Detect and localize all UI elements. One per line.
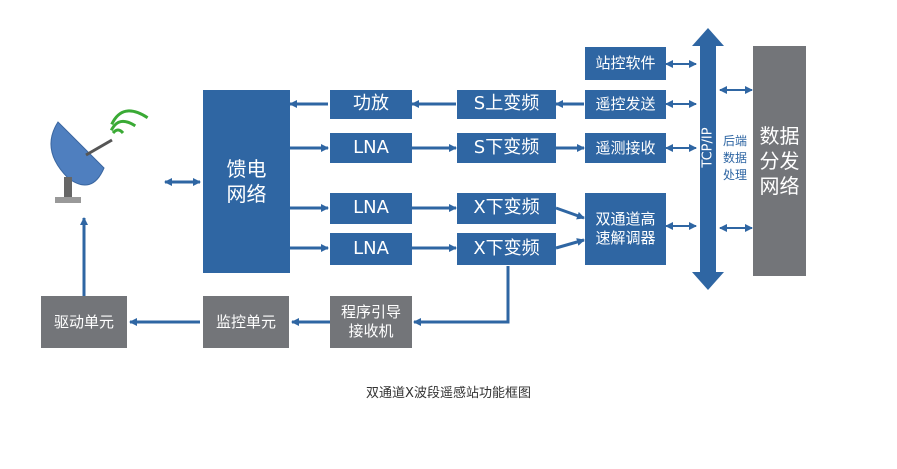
telemetry-receive-block: 遥测接收 xyxy=(585,133,666,163)
s-downconverter-block: S下变频 xyxy=(457,133,556,163)
tcp-ip-bus-label: TCP/IP xyxy=(700,127,716,168)
lna-block-2: LNA xyxy=(330,193,412,224)
dual-channel-demodulator-block: 双通道高 速解调器 xyxy=(585,193,666,265)
backend-processing-label: 后端 数据 处理 xyxy=(722,134,747,182)
x-downconverter-block-2: X下变频 xyxy=(457,233,556,265)
figure-caption: 双通道X波段遥感站功能框图 xyxy=(366,386,531,401)
satellite-dish-icon xyxy=(50,109,149,203)
power-amplifier-block: 功放 xyxy=(330,90,412,119)
lna-block-3: LNA xyxy=(330,233,412,265)
lna-block-1: LNA xyxy=(330,133,412,163)
program-guide-receiver-block: 程序引导 接收机 xyxy=(330,296,412,348)
telecommand-send-block: 遥控发送 xyxy=(585,90,666,119)
s-upconverter-block: S上变频 xyxy=(457,90,556,119)
drive-unit-block: 驱动单元 xyxy=(41,296,127,348)
x-downconverter-block-1: X下变频 xyxy=(457,193,556,224)
data-distribution-network-block: 数据 分发 网络 xyxy=(753,46,806,276)
monitor-unit-block: 监控单元 xyxy=(203,296,289,348)
station-control-software-block: 站控软件 xyxy=(585,47,666,80)
feed-network-block: 馈电 网络 xyxy=(203,90,290,273)
